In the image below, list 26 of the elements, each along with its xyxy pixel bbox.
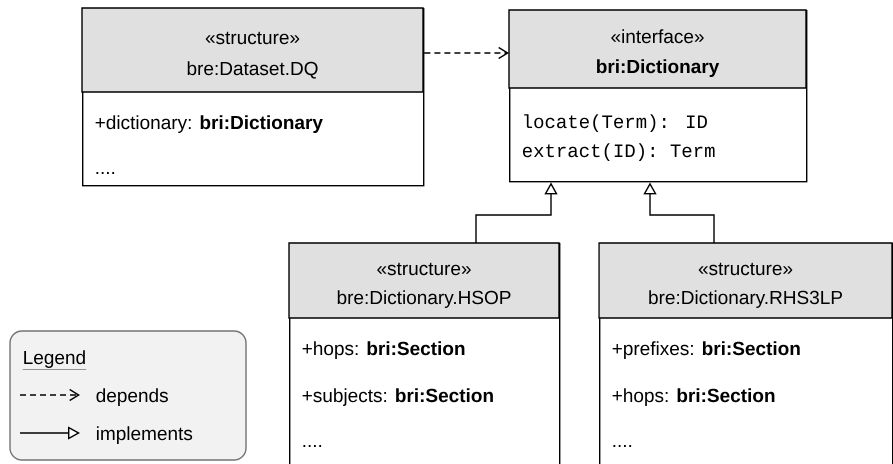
attribute-text: +prefixes: bri:Section [612,341,800,359]
class-name: bri:Dictionary [597,59,720,77]
attribute-text: .... [96,172,114,174]
class-box [508,9,808,182]
stereotype-label: «structure» [377,262,471,276]
operation-text: locate(Term): ID [524,114,707,132]
attribute-text: .... [613,444,632,447]
stereotype-label: «structure» [206,32,300,44]
legend-title: Legend [22,350,86,370]
class-box [81,7,424,186]
attribute-text: +subjects: bri:Section [302,388,493,406]
legend-text: implements [96,426,192,444]
class-name: bre:Dataset.DQ [188,61,318,79]
attribute-text: .... [303,444,322,447]
stereotype-label: «interface» [611,29,704,44]
attribute-text: +dictionary: bri:Dictionary [96,115,323,133]
class-name: bre:Dictionary.HSOP [338,290,510,308]
stereotype-label: «structure» [698,262,792,276]
legend-text: depends [96,388,168,406]
attribute-text: +hops: bri:Section [302,341,464,359]
operation-text: extract(ID): Term [522,143,715,161]
class-box [598,242,893,464]
class-name: bre:Dictionary.RHS3LP [649,290,842,308]
dependency-arrow [424,46,509,60]
class-box [288,242,560,464]
attribute-text: +hops: bri:Section [612,388,774,406]
